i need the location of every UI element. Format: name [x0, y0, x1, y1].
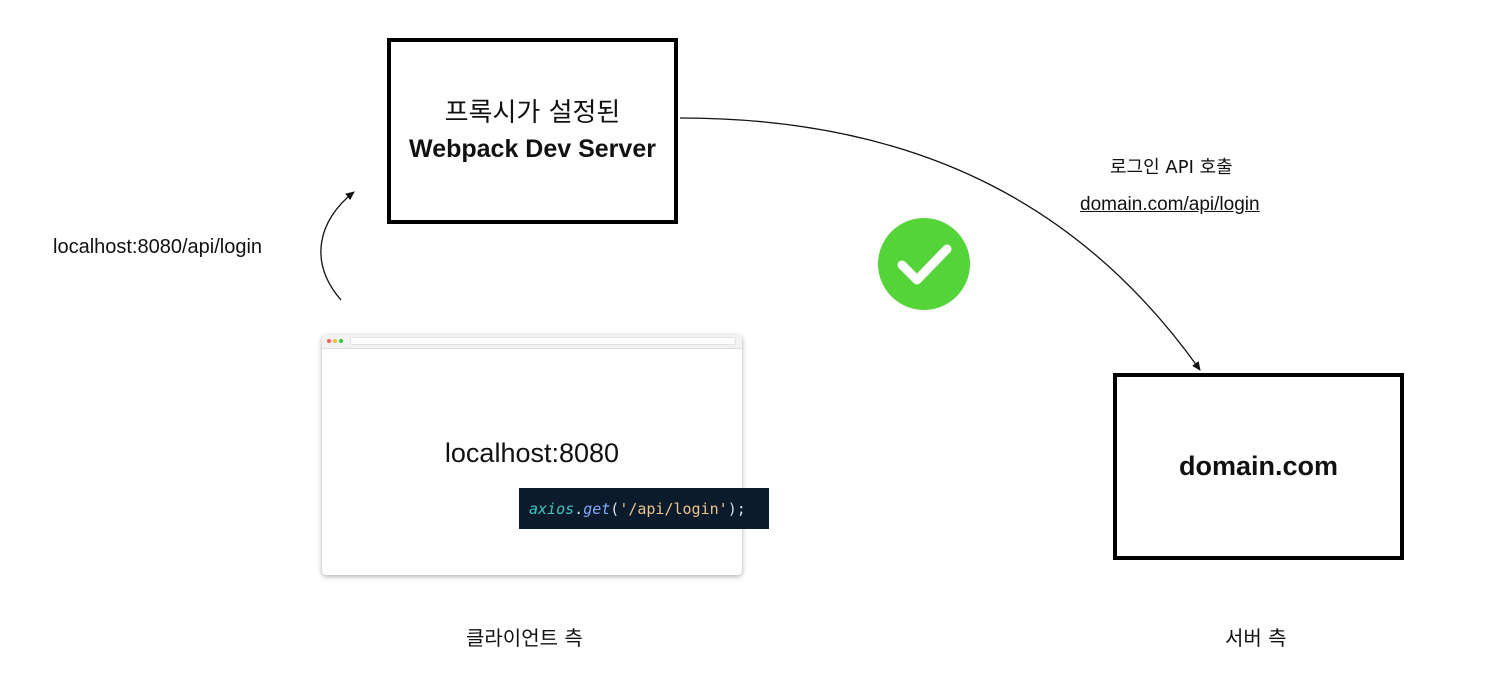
proxy-node-title: Webpack Dev Server [409, 135, 656, 163]
client-side-caption: 클라이언트 측 [466, 626, 583, 650]
client-request-url-label: localhost:8080/api/login [53, 236, 263, 258]
check-circle-icon [878, 218, 970, 310]
api-call-caption: 로그인 API 호출 [1110, 157, 1233, 178]
window-minimize-dot [333, 339, 337, 343]
window-close-dot [327, 339, 331, 343]
checkmark-icon [897, 244, 952, 285]
check-circle-background [878, 218, 970, 310]
api-call-url: domain.com/api/login [1080, 194, 1260, 215]
code-dot: . [574, 499, 584, 518]
server-node-title: domain.com [1178, 451, 1339, 481]
proxy-to-server-arrow [679, 117, 1201, 371]
domain-server-node: domain.com [1113, 373, 1404, 560]
code-method: get [583, 499, 611, 518]
code-argument: '/api/login' [619, 499, 728, 518]
code-object: axios [529, 499, 575, 518]
client-browser-window: localhost:8080 [322, 335, 742, 575]
code-open-paren: ( [610, 499, 620, 518]
webpack-dev-server-node: 프록시가 설정된 Webpack Dev Server [387, 38, 678, 224]
axios-code-snippet: axios.get('/api/login'); [519, 488, 769, 529]
window-maximize-dot [339, 339, 343, 343]
client-to-proxy-arrow [320, 191, 355, 301]
browser-toolbar [322, 335, 742, 349]
code-close: ); [727, 499, 746, 518]
browser-address-bar [350, 337, 736, 345]
server-side-caption: 서버 측 [1225, 626, 1287, 650]
browser-page-title: localhost:8080 [444, 438, 620, 468]
proxy-node-subtitle: 프록시가 설정된 [444, 98, 621, 128]
